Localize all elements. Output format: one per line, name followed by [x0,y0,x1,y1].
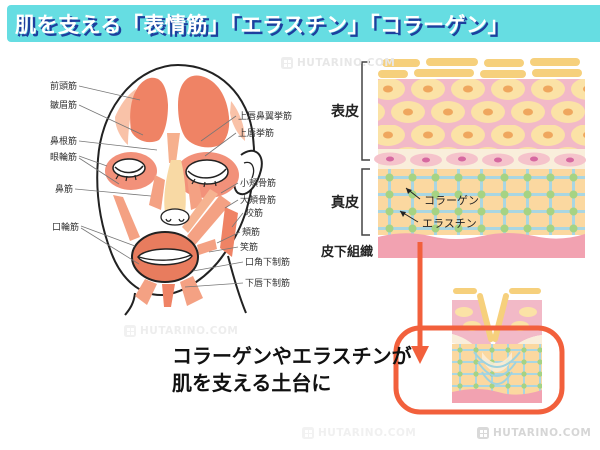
label-zygomaticus-minor: 小頬骨筋 [240,177,276,189]
caption: コラーゲンやエラスチンが 肌を支える土台に [172,343,412,397]
label-orbicularis-oris: 口輪筋 [52,221,79,233]
dermis-layer [378,169,585,235]
skin-cross-section: 表皮 真皮 皮下組織 コラーゲン エラスチン [320,58,586,260]
watermark: HUTARINO.COM [477,427,591,439]
label-depressor-labii: 下唇下制筋 [245,277,290,289]
label-levator-labii: 上唇挙筋 [238,127,274,139]
muscle-labels: 前頭筋 皺眉筋 鼻根筋 眼輪筋 鼻筋 口輪筋 上唇鼻翼挙筋 上唇挙筋 小頬骨筋 … [50,80,292,289]
watermark-text: HUTARINO.COM [297,57,396,69]
watermark: HUTARINO.COM [281,57,395,69]
stratum-corneum-layer [378,58,582,78]
label-levator-labii-alaeque: 上唇鼻翼挙筋 [238,110,292,122]
label-zygomaticus-major: 大頬骨筋 [240,194,276,206]
basal-layer [374,149,586,169]
face-muscle-diagram: 前頭筋 皺眉筋 鼻根筋 眼輪筋 鼻筋 口輪筋 上唇鼻翼挙筋 上唇挙筋 小頬骨筋 … [50,63,292,316]
highlight-box [393,325,565,415]
label-elastin: エラスチン [422,217,477,230]
watermark: HUTARINO.COM [124,325,238,337]
watermark-logo-icon [281,57,293,69]
label-orbicularis-oculi: 眼輪筋 [50,151,77,163]
wrinkle-closeup [393,242,565,415]
label-frontalis: 前頭筋 [50,80,77,92]
label-masseter: 咬筋 [245,207,263,219]
watermark-logo-icon [124,325,136,337]
watermark-logo-icon [302,427,314,439]
title-banner: 肌を支える「表情筋」「エラスチン」「コラーゲン」 [7,5,600,42]
wrinkled-skin-drawing [452,288,542,403]
label-collagen: コラーゲン [424,194,479,207]
watermark-text: HUTARINO.COM [140,325,239,337]
watermark-logo-icon [477,427,489,439]
caption-line-2: 肌を支える土台に [172,371,332,395]
down-arrow-icon [411,242,429,364]
caption-line-1: コラーゲンやエラスチンが [172,344,412,368]
watermark: HUTARINO.COM [302,427,416,439]
watermark-text: HUTARINO.COM [493,427,592,439]
label-corrugator: 皺眉筋 [50,99,77,111]
watermark-text: HUTARINO.COM [318,427,417,439]
label-epidermis: 表皮 [330,103,359,120]
face-features [112,158,229,266]
label-depressor-anguli: 口角下制筋 [245,256,290,268]
label-nasalis: 鼻筋 [55,183,73,195]
layer-brackets [361,61,370,236]
label-buccinator: 頬筋 [242,226,260,238]
epidermis-layer [378,79,585,149]
label-risorius: 笑筋 [240,241,258,253]
label-procerus: 鼻根筋 [50,135,77,147]
dermis-annotations: コラーゲン エラスチン [399,187,479,230]
label-subcutaneous: 皮下組織 [320,244,373,260]
label-dermis: 真皮 [331,194,359,211]
subcutaneous-layer [378,233,585,258]
leader-lines [74,85,244,288]
page-title: 肌を支える「表情筋」「エラスチン」「コラーゲン」 [15,12,509,37]
